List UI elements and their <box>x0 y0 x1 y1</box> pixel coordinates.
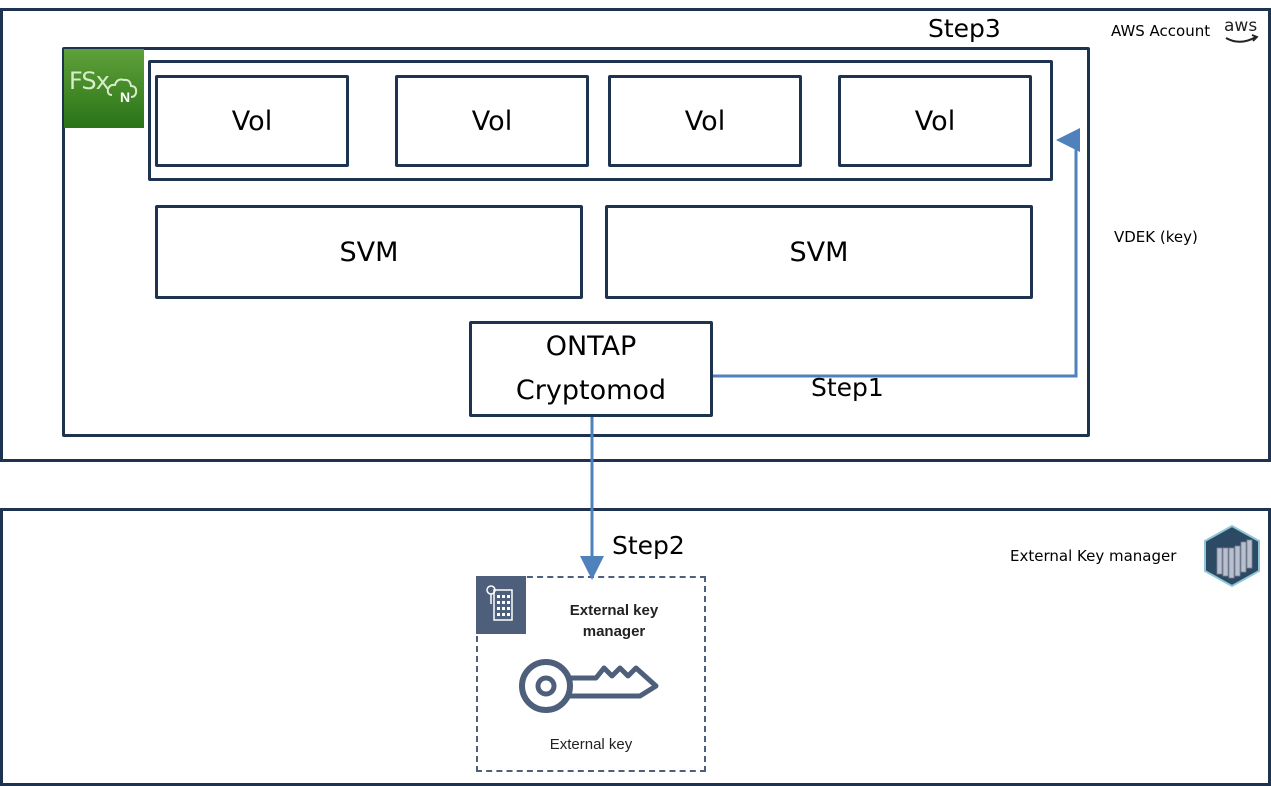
volume-label: Vol <box>471 105 513 137</box>
volume-label: Vol <box>684 105 726 137</box>
aws-account-label: AWS Account <box>1111 22 1211 40</box>
building-key-icon <box>476 576 526 634</box>
card-title-line2: manager <box>582 623 646 640</box>
aws-logo-text: aws <box>1224 16 1258 36</box>
svm-label: SVM <box>789 236 849 268</box>
fsx-badge-sub: N <box>120 89 131 105</box>
vdek-key-label: VDEK (key) <box>1114 228 1198 246</box>
card-caption: External key <box>549 736 633 753</box>
aws-logo-icon: aws <box>1222 16 1262 46</box>
fsx-ontap-badge: FSx N <box>64 49 144 128</box>
volume-box: Vol <box>395 75 589 167</box>
svm-box: SVM <box>155 205 583 299</box>
volume-label: Vol <box>914 105 956 137</box>
ontap-cryptomod-box: ONTAP Cryptomod <box>469 321 713 417</box>
volume-box: Vol <box>838 75 1032 167</box>
key-icon <box>519 659 659 713</box>
step2-label: Step2 <box>612 531 685 560</box>
external-key-manager-card: External key manager External key <box>476 576 706 772</box>
external-key-manager-label: External Key manager <box>1010 547 1177 565</box>
volume-label: Vol <box>231 105 273 137</box>
external-key-manager-zone <box>0 508 1271 786</box>
card-title: External key manager <box>534 600 694 642</box>
card-title-line1: External key <box>569 602 659 619</box>
volume-box: Vol <box>155 75 349 167</box>
cryptomod-line2: Cryptomod <box>515 375 667 406</box>
step1-label: Step1 <box>811 373 884 402</box>
cloud-icon <box>106 78 138 98</box>
fsx-badge-text: FSx <box>69 67 110 95</box>
server-rack-icon <box>1204 524 1260 588</box>
cryptomod-line1: ONTAP <box>545 331 637 362</box>
svm-box: SVM <box>605 205 1033 299</box>
volume-box: Vol <box>608 75 802 167</box>
step3-label: Step3 <box>928 14 1001 43</box>
svm-label: SVM <box>339 236 399 268</box>
